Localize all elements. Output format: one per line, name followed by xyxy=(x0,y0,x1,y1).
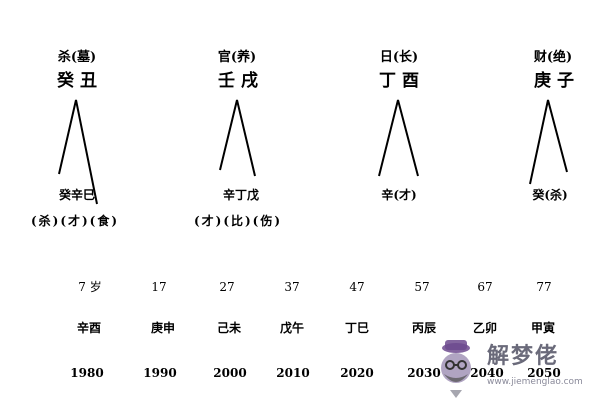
pillar-1-label: 杀(墓) xyxy=(57,50,97,65)
dayun-age: 47 xyxy=(349,280,365,294)
pillar-4-ganzhi: 庚子 xyxy=(534,71,580,91)
dayun-year: 2040 xyxy=(470,366,504,380)
branch-line-3 xyxy=(378,99,419,177)
dayun-ganzhi: 丁巳 xyxy=(344,321,370,335)
pillar-2-ganzhi: 壬戌 xyxy=(218,71,264,91)
dayun-year: 2050 xyxy=(527,366,561,380)
dayun-age: 17 xyxy=(151,280,167,294)
pillar-2-sub: (才)(比)(伤) xyxy=(193,214,283,228)
dayun-age: 67 xyxy=(477,280,493,294)
dayun-age: 27 xyxy=(219,280,235,294)
dayun-ganzhi: 辛酉 xyxy=(76,321,102,335)
pillar-2-label: 官(养) xyxy=(217,50,257,65)
pillar-3-ganzhi: 丁酉 xyxy=(379,71,425,91)
pillar-1-ganzhi: 癸丑 xyxy=(57,71,103,91)
dayun-year: 2020 xyxy=(340,366,374,380)
dayun-year: 2010 xyxy=(276,366,310,380)
dayun-year: 1990 xyxy=(143,366,177,380)
branch-line-2 xyxy=(219,99,256,177)
pillar-2-hidden: 辛丁戊 xyxy=(222,188,260,202)
dayun-age: 57 xyxy=(414,280,430,294)
dayun-year: 2030 xyxy=(407,366,441,380)
dayun-year: 2000 xyxy=(213,366,247,380)
branch-line-1 xyxy=(58,99,98,205)
dayun-ganzhi: 乙卯 xyxy=(472,321,498,335)
dayun-ganzhi: 戊午 xyxy=(279,321,305,335)
watermark-url: www.jiemenglao.com xyxy=(487,377,583,387)
dayun-ganzhi: 丙辰 xyxy=(411,321,437,335)
dayun-ganzhi: 庚申 xyxy=(150,321,176,335)
pillar-1-sub: (杀)(才)(食) xyxy=(30,214,120,228)
pillar-4-label: 财(绝) xyxy=(533,50,573,65)
dayun-age: 77 xyxy=(536,280,552,294)
pillar-3-label: 日(长) xyxy=(379,50,419,65)
dayun-year: 1980 xyxy=(70,366,104,380)
dayun-ganzhi: 甲寅 xyxy=(530,321,556,335)
watermark-name: 解梦佬 xyxy=(487,344,560,369)
pillar-1-hidden: 癸辛巳 xyxy=(58,188,96,202)
mascot-icon xyxy=(441,340,471,398)
watermark xyxy=(430,338,600,400)
dayun-age: 37 xyxy=(284,280,300,294)
dayun-ganzhi: 己未 xyxy=(216,321,242,335)
branch-line-4 xyxy=(529,99,568,185)
dayun-age: 7 岁 xyxy=(78,280,102,294)
pillar-3-hidden: 辛(才) xyxy=(381,188,417,202)
pillar-4-hidden: 癸(杀) xyxy=(532,188,568,202)
